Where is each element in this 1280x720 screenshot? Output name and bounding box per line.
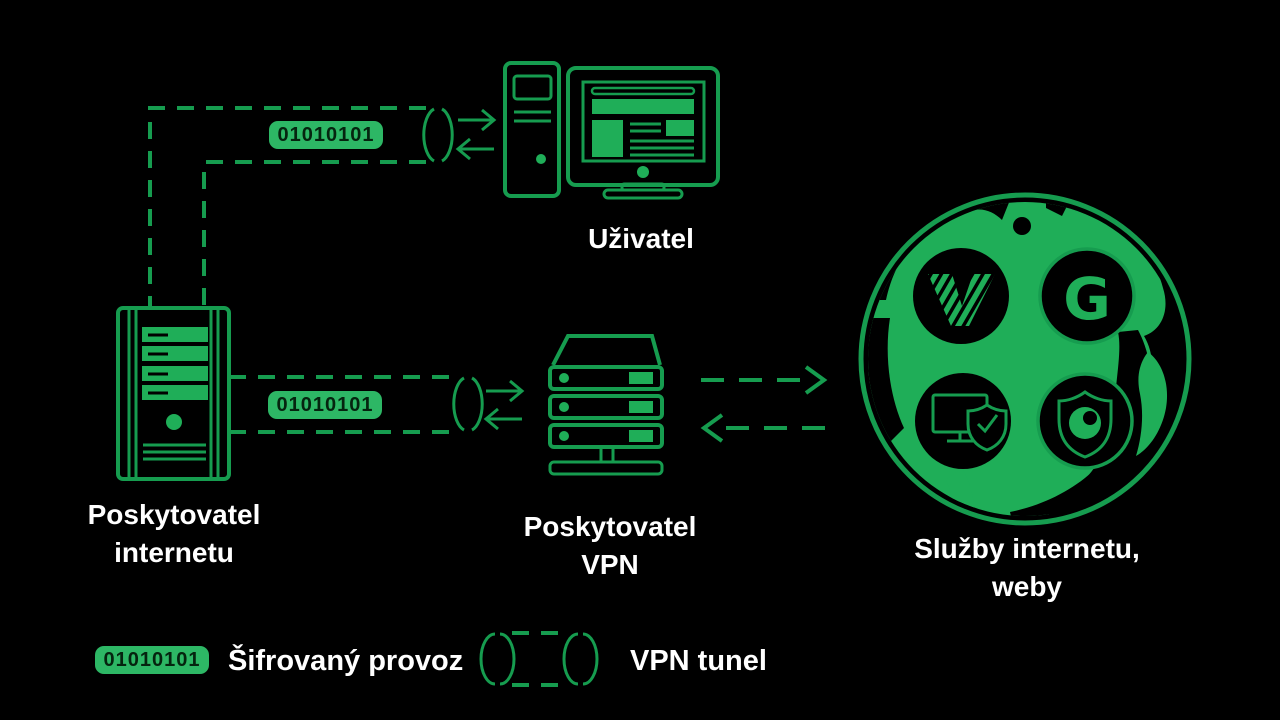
arrow-left-icon (483, 407, 522, 431)
vpn-provider-label: Poskytovatel VPN (524, 508, 697, 584)
label-line: Služby internetu, (914, 533, 1140, 564)
server-rack-icon (548, 334, 664, 476)
internet-provider-label: Poskytovatel internetu (88, 496, 261, 572)
legend-vpn-tunnel-label: VPN tunel (630, 645, 767, 677)
server-tower-icon (116, 306, 231, 481)
shield-eye-icon (1036, 372, 1134, 470)
v-logo-icon (913, 248, 1009, 344)
label-line: Poskytovatel (87, 499, 261, 530)
vpn-tunnel-icon (479, 631, 599, 687)
arrow-right-icon (486, 379, 525, 403)
label-line: internetu (114, 537, 234, 568)
tunnel-mouth-icon (422, 107, 454, 163)
arrow-to-services (701, 365, 828, 395)
g-glyph: G (1063, 265, 1111, 333)
encrypted-traffic-badge: 01010101 (268, 391, 382, 419)
vpn-tunnel-user-isp (148, 106, 497, 308)
globe-icon: G (858, 192, 1192, 526)
arrow-right-icon (458, 108, 497, 132)
encrypted-traffic-badge: 01010101 (269, 121, 383, 149)
continents (868, 202, 1168, 516)
monitor-shield-icon (915, 373, 1011, 469)
tunnel-mouth-icon (452, 376, 484, 432)
label-line: weby (991, 571, 1063, 602)
label-line: VPN (581, 549, 639, 580)
arrow-from-services (700, 413, 830, 443)
tunnel-dashed-line (148, 106, 426, 308)
label-line: Poskytovatel (523, 511, 697, 542)
vpn-tunnel-isp-vpn (229, 375, 525, 434)
legend-encrypted-traffic-badge: 01010101 (95, 646, 209, 674)
legend-encrypted-traffic-label: Šifrovaný provoz (228, 645, 464, 677)
internet-services-label: Služby internetu, weby (914, 530, 1140, 606)
g-logo-icon: G (1038, 247, 1136, 345)
arrow-left-icon (455, 137, 494, 161)
user-label: Uživatel (588, 223, 694, 254)
tunnel-dashed-line (202, 160, 426, 308)
desktop-computer-icon (503, 61, 720, 200)
